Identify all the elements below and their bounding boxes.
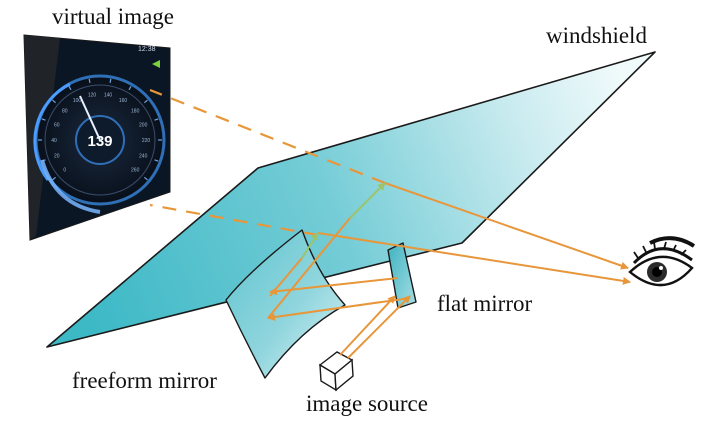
dial-tick-label: 260 [131,168,140,174]
top-readout: 12:38 [138,46,156,53]
dial-tick-label: 200 [139,122,148,128]
image-source-box [318,351,354,392]
dial-tick-mark [144,176,148,181]
dial-tick-label: 100 [73,98,82,104]
dial-tick-label: 160 [119,98,128,104]
dial-tick-label: 60 [54,122,60,128]
speed-value: 139 [87,133,112,150]
dial-tick-mark [52,176,56,181]
dial-tick-label: 80 [62,108,68,114]
image-source-label: image source [306,391,428,416]
freeform-mirror-label: freeform mirror [72,368,217,393]
dial-tick-label: 20 [54,154,60,160]
dial-tick-mark [154,118,159,121]
dial-tick-mark [109,78,112,84]
light-rays [267,182,631,359]
dial-tick-label: 180 [131,108,140,114]
dial-tick-label: 0 [63,168,66,174]
windshield-label: windshield [546,23,647,48]
dial-tick-mark [144,99,148,104]
dial-tick-mark [41,118,46,121]
light-rays-through-glass [301,182,386,259]
dial-tick-label: 40 [51,138,57,144]
eye-icon [628,236,696,287]
virtual-ray-lines [149,88,386,237]
dial-tick-mark [154,159,159,162]
dial-tick-label: 220 [142,138,151,144]
virtual-image-label: virtual image [52,4,174,29]
dial-tick-mark [128,86,132,91]
dial-tick-label: 140 [104,93,113,99]
dial-tick-mark [68,86,72,91]
arrow-left-icon [152,60,160,68]
dial-tick-label: 120 [88,93,97,99]
dial-tick-label: 240 [139,154,148,160]
dial-tick-mark [52,99,56,104]
freeform-mirror [225,229,346,379]
dial-tick-mark [88,78,91,84]
flat-mirror-label: flat mirror [437,291,533,316]
